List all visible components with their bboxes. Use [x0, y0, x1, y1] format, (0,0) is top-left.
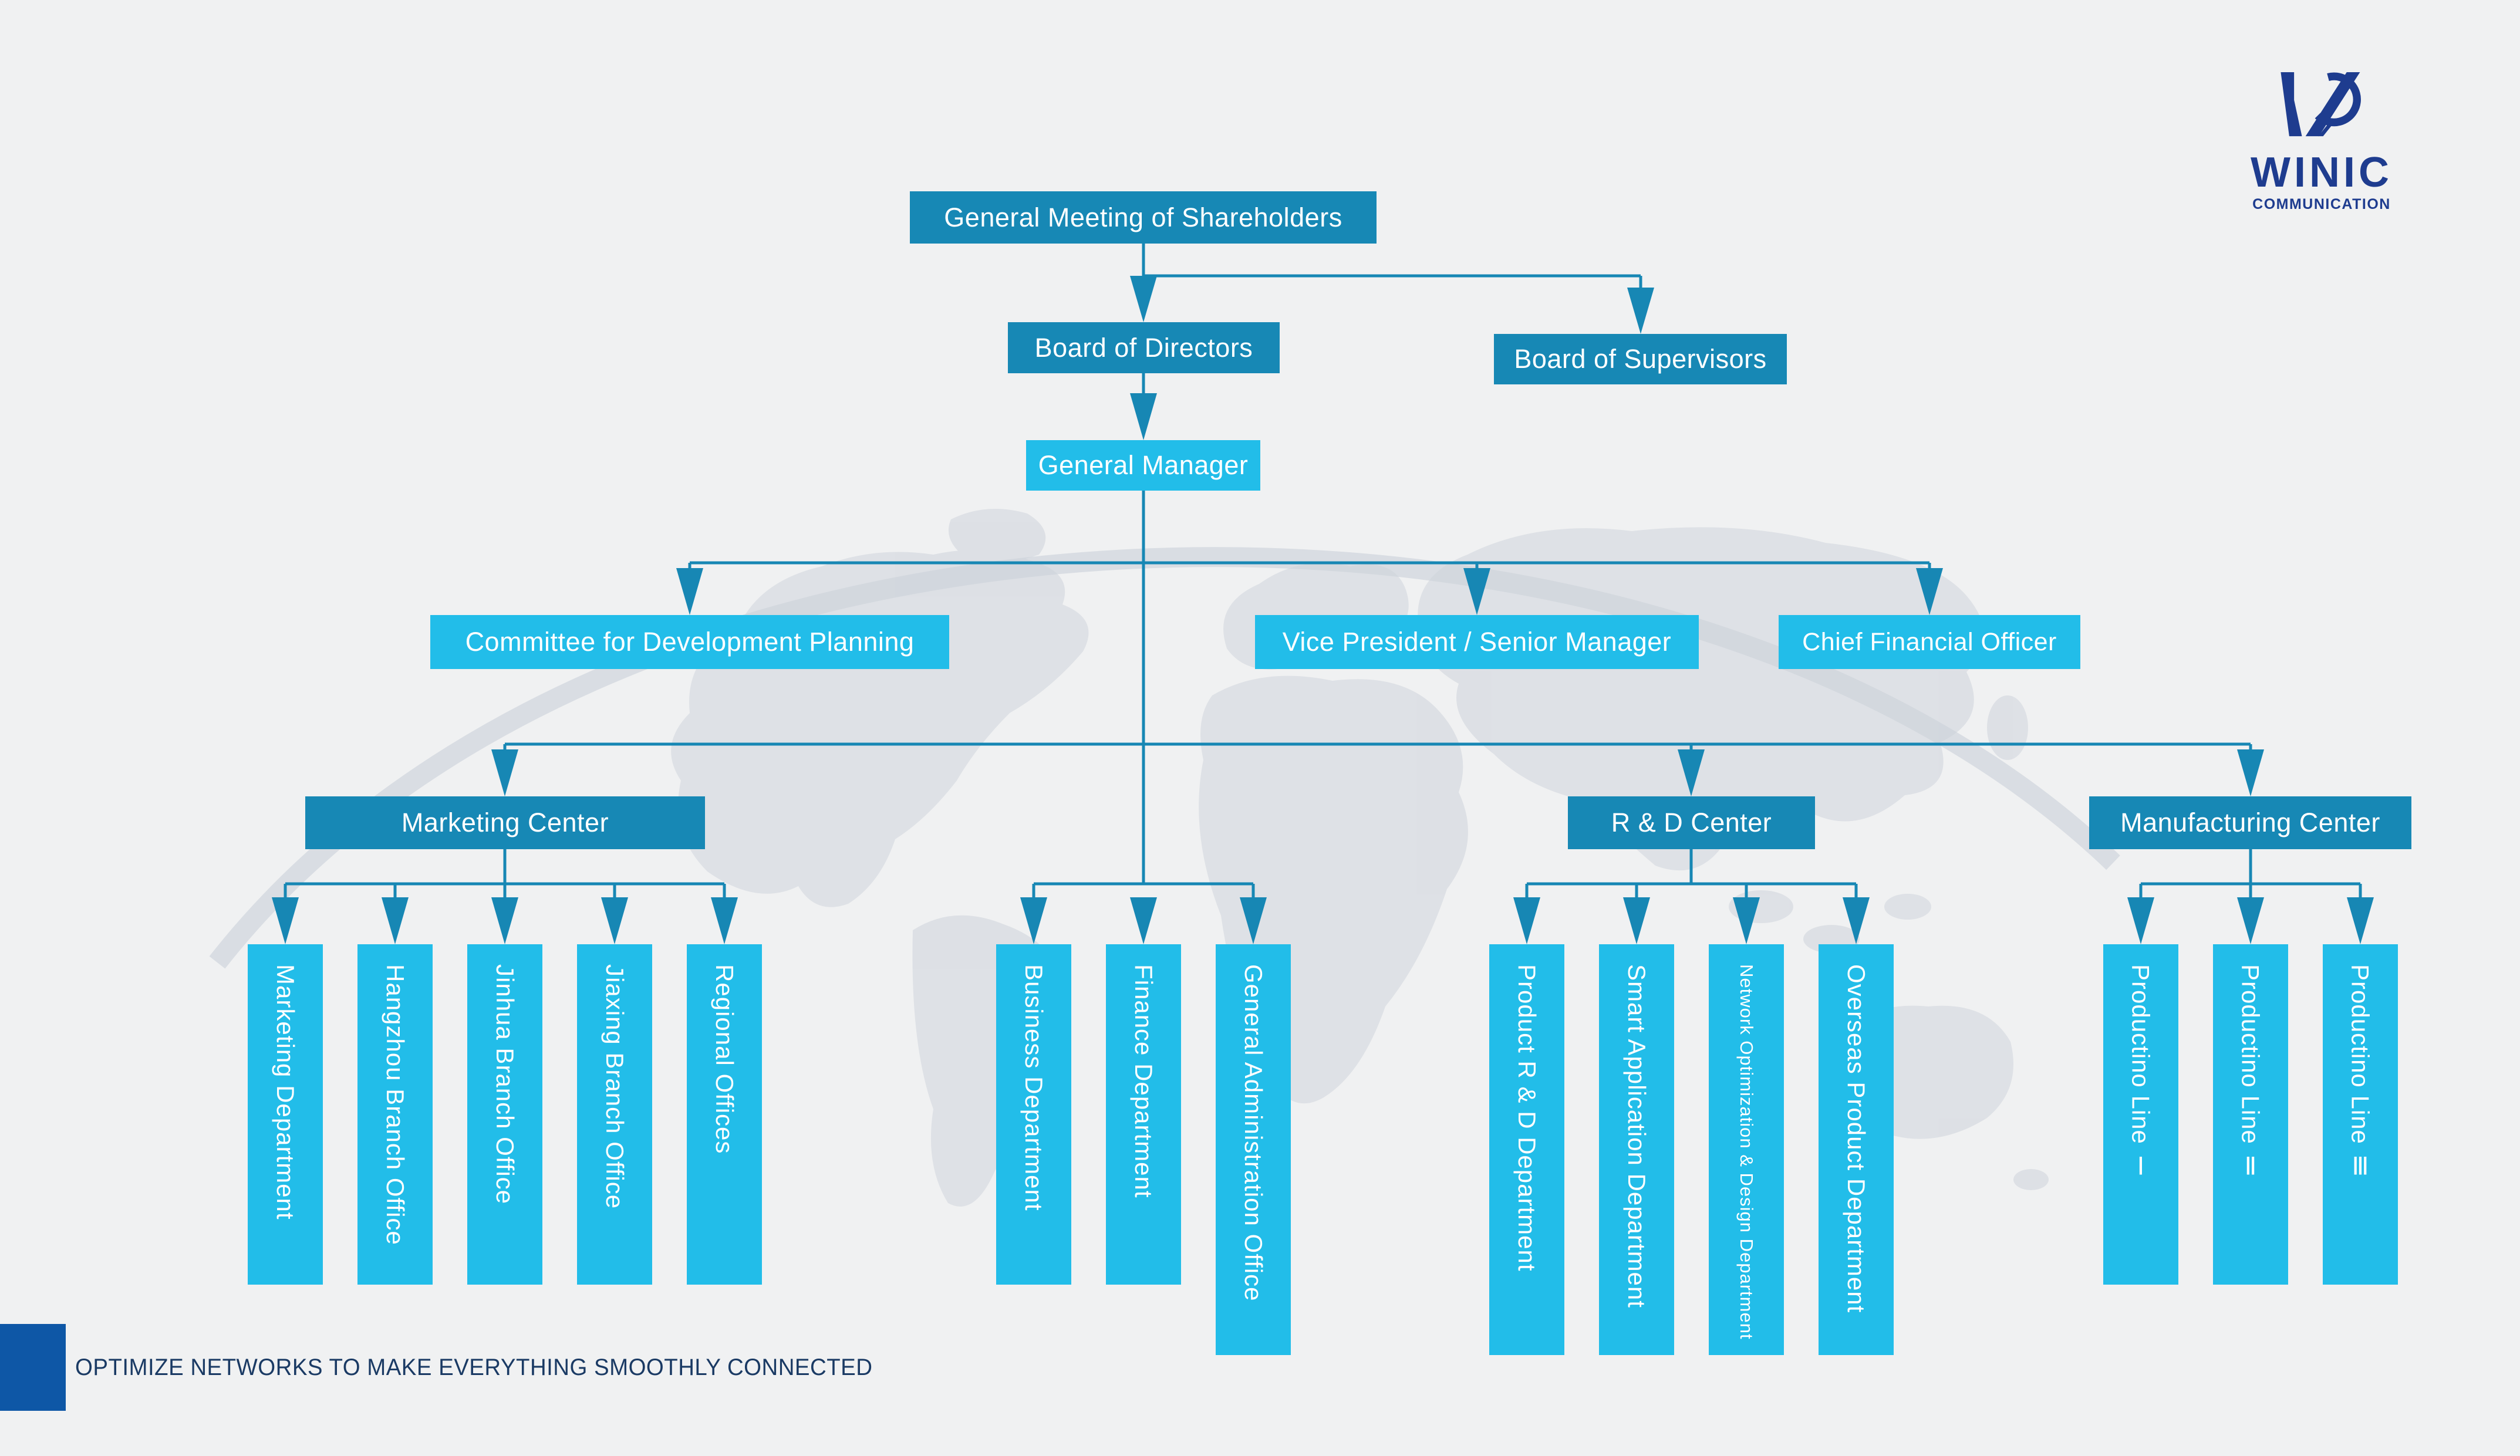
node-manufacturing-center: Manufacturing Center	[2089, 796, 2411, 849]
node-label: Business Department	[1020, 964, 1048, 1211]
node-product-rd-department: Product R & D Department	[1489, 944, 1564, 1355]
node-label: Productino Line Ⅰ	[2127, 964, 2155, 1181]
node-label: Productino Line Ⅱ	[2236, 964, 2265, 1181]
node-business-department: Business Department	[996, 944, 1071, 1285]
node-label: Jinhua Branch Office	[491, 964, 519, 1205]
logo-subtitle: COMMUNICATION	[2252, 196, 2391, 212]
node-regional-offices: Regional Offices	[687, 944, 762, 1285]
node-rd-center: R & D Center	[1568, 796, 1815, 849]
node-label: Productino Line Ⅲ	[2346, 964, 2374, 1181]
node-production-line-2: Productino Line Ⅱ	[2213, 944, 2288, 1285]
node-marketing-center: Marketing Center	[305, 796, 705, 849]
node-network-optimization-design-department: Network Optimization & Design Department	[1709, 944, 1784, 1355]
node-general-meeting-of-shareholders: General Meeting of Shareholders	[910, 191, 1377, 244]
node-label: Jiaxing Branch Office	[601, 964, 629, 1210]
node-label: Overseas Product Department	[1843, 964, 1870, 1313]
node-label: Hangzhou Branch Office	[382, 964, 409, 1245]
node-label: General Administration Office	[1240, 964, 1267, 1302]
node-jinhua-branch-office: Jinhua Branch Office	[467, 944, 542, 1285]
node-label: Network Optimization & Design Department	[1736, 964, 1757, 1340]
node-board-of-supervisors: Board of Supervisors	[1494, 334, 1787, 384]
node-label: Regional Offices	[711, 964, 738, 1154]
node-vice-president-senior-manager: Vice President / Senior Manager	[1255, 615, 1699, 669]
node-marketing-department: Marketing Department	[248, 944, 323, 1285]
node-smart-application-department: Smart Application Department	[1599, 944, 1674, 1355]
node-general-manager: General Manager	[1026, 440, 1260, 491]
node-finance-department: Finance Department	[1106, 944, 1181, 1285]
node-label: Smart Application Department	[1623, 964, 1651, 1308]
node-chief-financial-officer: Chief Financial Officer	[1779, 615, 2080, 669]
node-overseas-product-department: Overseas Product Department	[1819, 944, 1894, 1355]
node-hangzhou-branch-office: Hangzhou Branch Office	[357, 944, 433, 1285]
node-label: Finance Department	[1130, 964, 1158, 1198]
footer-slogan: OPTIMIZE NETWORKS TO MAKE EVERYTHING SMO…	[75, 1354, 873, 1380]
node-production-line-1: Productino Line Ⅰ	[2103, 944, 2178, 1285]
node-jiaxing-branch-office: Jiaxing Branch Office	[577, 944, 652, 1285]
footer-accent-bar	[0, 1324, 66, 1411]
winic-logo: WINIC COMMUNICATION	[2213, 59, 2430, 212]
node-label: Marketing Department	[272, 964, 299, 1220]
node-production-line-3: Productino Line Ⅲ	[2323, 944, 2398, 1285]
logo-wordmark: WINIC	[2251, 149, 2393, 196]
node-general-administration-office: General Administration Office	[1216, 944, 1291, 1355]
winic-logo-icon	[2281, 72, 2361, 137]
node-label: Product R & D Department	[1513, 964, 1541, 1272]
node-committee-for-development-planning: Committee for Development Planning	[430, 615, 949, 669]
node-board-of-directors: Board of Directors	[1008, 322, 1280, 373]
